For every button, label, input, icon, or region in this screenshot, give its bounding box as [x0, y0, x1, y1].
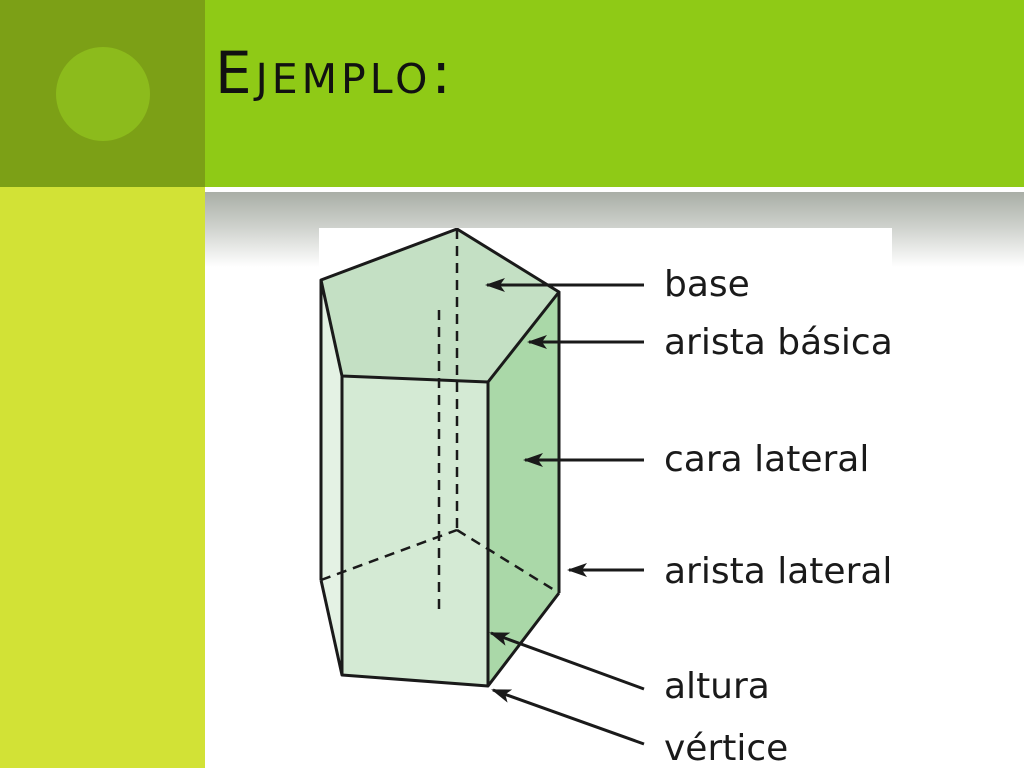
arrow-vertice	[491, 688, 645, 746]
bottom-base-outline	[319, 579, 561, 688]
left-lateral-face	[321, 280, 342, 675]
prism-diagram: base arista básica cara lateral arista l…	[319, 228, 892, 768]
hidden-base-edge-left	[320, 528, 458, 582]
label-vertice: vértice	[664, 728, 788, 768]
right-lateral-face	[488, 292, 559, 686]
header-band	[205, 0, 1024, 187]
hidden-base-edge-right	[456, 528, 560, 595]
slide-title: Ejemplo:	[215, 39, 455, 107]
prism-figure: base arista básica cara lateral arista l…	[319, 228, 892, 768]
arrow-altura	[489, 631, 645, 691]
header-rule	[205, 187, 1024, 192]
top-base-face	[321, 229, 559, 382]
label-arista-basica: arista básica	[664, 322, 892, 363]
decorative-circle	[56, 47, 150, 141]
label-altura: altura	[664, 666, 770, 707]
top-base-outline	[319, 228, 561, 384]
label-arista-lateral: arista lateral	[664, 551, 892, 592]
side-strip	[0, 187, 205, 768]
front-lateral-face	[342, 376, 488, 686]
label-cara-lateral: cara lateral	[664, 439, 869, 480]
label-base: base	[664, 264, 750, 305]
